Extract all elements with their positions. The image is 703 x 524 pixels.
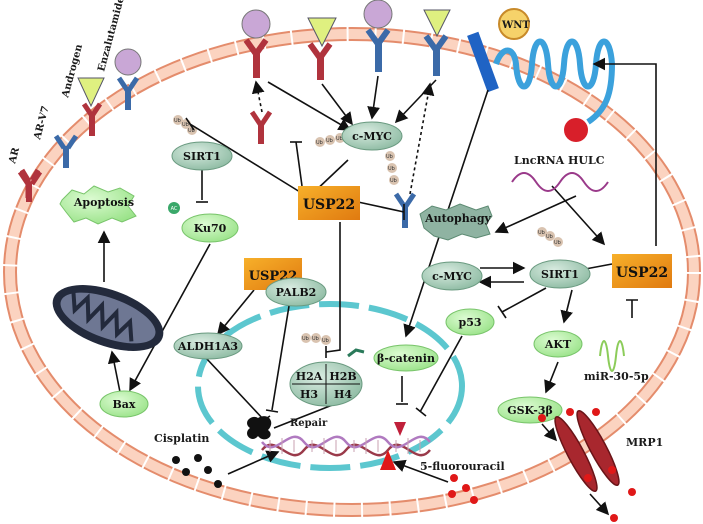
cmyc-top-node: c-MYC bbox=[341, 121, 403, 151]
svg-text:USP22: USP22 bbox=[303, 197, 355, 213]
dna-helix-icon bbox=[261, 422, 431, 470]
svg-text:Ku70: Ku70 bbox=[194, 222, 227, 235]
mir-label: miR-30-5p bbox=[584, 370, 649, 383]
enzalutamide-ligand-icon bbox=[114, 48, 142, 76]
svg-text:Apoptosis: Apoptosis bbox=[73, 196, 134, 209]
enzalutamide-receptor bbox=[114, 48, 142, 110]
sirt1-right-node: SIRT1 bbox=[529, 259, 591, 289]
svg-text:PALB2: PALB2 bbox=[276, 286, 317, 299]
usp22-right-node: USP22 bbox=[612, 254, 672, 288]
akt-node: AKT bbox=[533, 330, 583, 358]
svg-text:H4: H4 bbox=[334, 388, 352, 401]
mitochondrion-icon bbox=[52, 285, 164, 351]
ac-node: AC bbox=[168, 202, 180, 214]
cisplatin-label: Cisplatin bbox=[154, 432, 209, 445]
nucleus bbox=[195, 301, 465, 471]
androgen-receptor bbox=[77, 77, 105, 136]
svg-text:SIRT1: SIRT1 bbox=[541, 268, 579, 281]
svg-text:Ub: Ub bbox=[386, 154, 393, 160]
beta-catenin-node: β-catenin bbox=[373, 344, 439, 372]
svg-text:Ub: Ub bbox=[546, 234, 553, 240]
svg-text:AC: AC bbox=[171, 206, 178, 212]
svg-text:Ub: Ub bbox=[538, 230, 545, 236]
svg-text:Ub: Ub bbox=[322, 338, 329, 344]
svg-text:H2A: H2A bbox=[296, 370, 323, 383]
mrp1-transporter bbox=[554, 409, 620, 493]
cell-membrane bbox=[2, 26, 702, 518]
svg-text:USP22: USP22 bbox=[616, 265, 668, 281]
svg-text:H3: H3 bbox=[300, 388, 318, 401]
svg-text:Ub: Ub bbox=[312, 336, 319, 342]
svg-text:c-MYC: c-MYC bbox=[432, 270, 472, 283]
svg-text:c-MYC: c-MYC bbox=[352, 130, 392, 143]
mrp1-label: MRP1 bbox=[626, 436, 663, 449]
ar-label: AR bbox=[7, 146, 22, 166]
top-receptor-3 bbox=[363, 0, 393, 72]
svg-text:Bax: Bax bbox=[113, 398, 136, 411]
histone-tail-icon bbox=[347, 348, 365, 358]
svg-text:Ub: Ub bbox=[326, 138, 333, 144]
apoptosis-node: Apoptosis bbox=[59, 185, 137, 225]
svg-text:Ub: Ub bbox=[188, 128, 195, 134]
svg-text:Ub: Ub bbox=[316, 140, 323, 146]
svg-text:ALDH1A3: ALDH1A3 bbox=[177, 340, 238, 353]
wnt-label: WNT bbox=[501, 20, 530, 31]
cisplatin-dots bbox=[172, 454, 222, 488]
svg-text:p53: p53 bbox=[459, 316, 482, 329]
wnt-receptor bbox=[467, 8, 616, 142]
svg-text:GSK-3β: GSK-3β bbox=[507, 404, 553, 417]
mrp1-drug-dots bbox=[538, 408, 636, 522]
ku70-node: Ku70 bbox=[181, 213, 239, 243]
fluorouracil-label: 5-fluorouracil bbox=[420, 460, 505, 473]
svg-text:Ub: Ub bbox=[554, 240, 561, 246]
svg-text:β-catenin: β-catenin bbox=[377, 352, 435, 365]
svg-text:AKT: AKT bbox=[544, 338, 572, 351]
cmyc-right-node: c-MYC bbox=[421, 261, 483, 291]
aldh1a3-node: ALDH1A3 bbox=[173, 332, 243, 360]
sirt1-left-node: SIRT1 bbox=[171, 141, 233, 171]
usp22-center-node: USP22 bbox=[298, 186, 360, 220]
damage-blob-icon bbox=[247, 416, 272, 440]
gsk3b-node: GSK-3β bbox=[497, 396, 563, 424]
androgen-label: Androgen bbox=[60, 42, 85, 99]
p53-node: p53 bbox=[445, 308, 495, 336]
internal-receptor-red bbox=[249, 110, 273, 144]
palb2-node: PALB2 bbox=[265, 277, 327, 307]
svg-text:Ub: Ub bbox=[174, 118, 181, 124]
top-receptor-2 bbox=[307, 17, 337, 80]
receptor-end-icon bbox=[564, 118, 588, 142]
fluorouracil-dots bbox=[448, 474, 478, 504]
svg-text:Ub: Ub bbox=[336, 136, 343, 142]
histone-node: H2A H2B H3 H4 bbox=[289, 361, 363, 407]
svg-text:Ub: Ub bbox=[390, 178, 397, 184]
wnt-ligand-icon bbox=[498, 8, 530, 40]
ar-v7-label: AR-V7 bbox=[32, 105, 52, 142]
svg-text:Ub: Ub bbox=[388, 166, 395, 172]
svg-text:Autophagy: Autophagy bbox=[424, 212, 491, 225]
androgen-ligand-icon bbox=[77, 77, 105, 108]
repair-label: Repair bbox=[290, 418, 328, 429]
svg-text:H2B: H2B bbox=[329, 370, 356, 383]
autophagy-node: Autophagy bbox=[419, 203, 493, 241]
ar-v7-receptor bbox=[53, 134, 79, 168]
top-receptor-1 bbox=[241, 9, 271, 78]
internal-receptor-blue bbox=[393, 192, 417, 228]
svg-text:Ub: Ub bbox=[302, 336, 309, 342]
svg-text:SIRT1: SIRT1 bbox=[183, 150, 221, 163]
ar-receptor-left bbox=[17, 168, 43, 202]
mirna-icon bbox=[599, 340, 625, 372]
lncrna-wave-icon bbox=[511, 172, 609, 192]
svg-text:Ub: Ub bbox=[182, 122, 189, 128]
top-receptor-4 bbox=[423, 9, 451, 76]
bax-node: Bax bbox=[99, 390, 149, 418]
lncrna-label: LncRNA HULC bbox=[514, 154, 605, 167]
